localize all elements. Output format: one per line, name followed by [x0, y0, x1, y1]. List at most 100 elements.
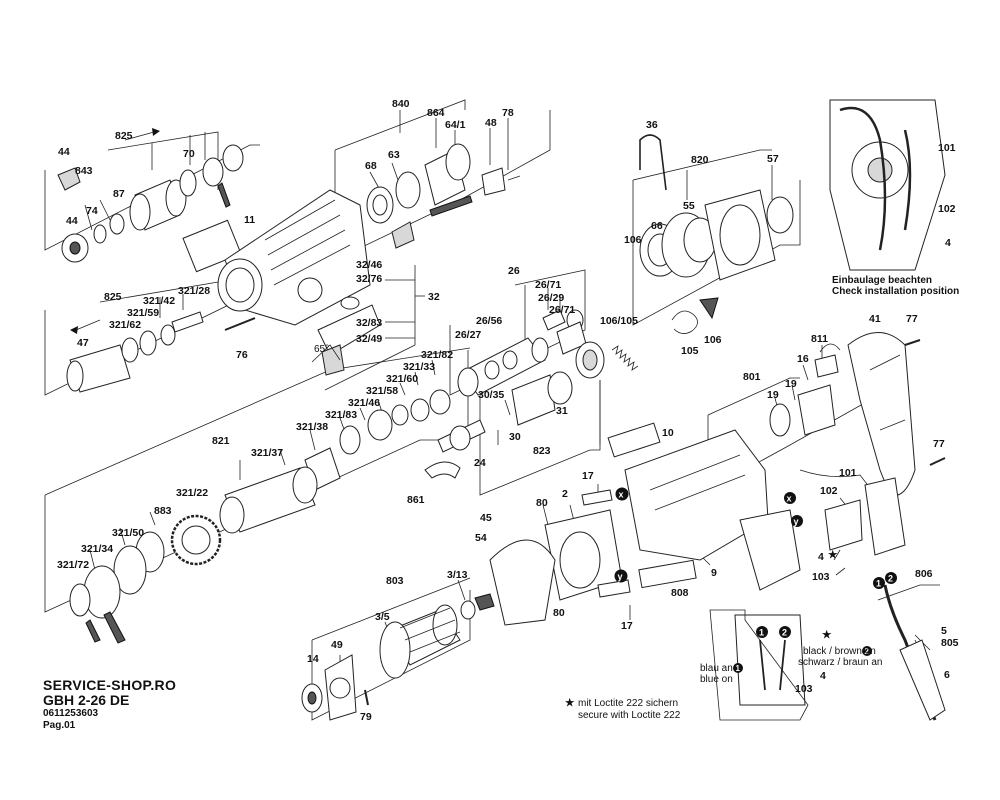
label-19: 19 — [785, 378, 797, 390]
label-57: 57 — [767, 153, 779, 165]
label-801: 801 — [743, 371, 761, 383]
label-321-38: 321/38 — [296, 421, 328, 433]
page-number: Pag.01 — [43, 720, 76, 731]
label-45: 45 — [480, 512, 492, 524]
label-3-13: 3/13 — [447, 569, 468, 581]
note-black-brown: black / brown on — [803, 646, 876, 657]
label-26: 26 — [508, 265, 520, 277]
label-26-27: 26/27 — [455, 329, 481, 341]
label-26-71b: 26/71 — [549, 304, 575, 316]
part-54 — [474, 593, 495, 611]
label-68: 68 — [365, 160, 377, 172]
label-803: 803 — [386, 575, 404, 587]
part-30-35 — [511, 374, 556, 426]
label-49: 49 — [331, 639, 343, 651]
label-102-inset: 102 — [938, 203, 956, 215]
label-10: 10 — [662, 427, 674, 439]
label-32-76: 32/76 — [356, 273, 382, 285]
label-321-58: 321/58 — [366, 385, 398, 397]
model-name: GBH 2-26 DE — [43, 692, 130, 708]
label-806: 806 — [915, 568, 933, 580]
marker-2-inset-top: 2 — [779, 626, 791, 638]
label-48: 48 — [485, 117, 497, 129]
label-11: 11 — [244, 214, 255, 226]
label-63: 63 — [388, 149, 400, 161]
part-57-ring — [766, 196, 794, 234]
label-103-inset: 103 — [795, 683, 813, 695]
label-32-83: 32/83 — [356, 317, 382, 329]
label-77: 77 — [906, 313, 918, 325]
marker-y-right: y — [791, 515, 803, 527]
label-87: 87 — [113, 188, 125, 200]
label-78: 78 — [502, 107, 514, 119]
label-32-46: 32/46 — [356, 259, 382, 271]
part-31 — [547, 371, 573, 405]
part-805-cable-guard — [899, 639, 946, 721]
label-823: 823 — [533, 445, 551, 457]
label-808: 808 — [671, 587, 689, 599]
callout-markers: x y x y 1 2 1 2 — [615, 488, 897, 673]
label-80: 80 — [536, 497, 548, 509]
label-321-82: 321/82 — [421, 349, 453, 361]
label-30-35: 30/35 — [478, 389, 504, 401]
svg-text:x: x — [619, 490, 624, 500]
label-321-60: 321/60 — [386, 373, 418, 385]
loctite-markers: ★ ★ ★ — [565, 549, 838, 709]
label-821: 821 — [212, 435, 230, 447]
label-321-83: 321/83 — [325, 409, 357, 421]
label-70: 70 — [183, 148, 195, 160]
label-825: 825 — [115, 130, 133, 142]
marker-1-switch: 1 — [873, 577, 885, 589]
label-883: 883 — [154, 505, 172, 517]
svg-text:x: x — [787, 494, 792, 504]
label-102: 102 — [820, 485, 838, 497]
note-schwarz-braun: schwarz / braun an — [798, 657, 883, 668]
star-icon: ★ — [828, 549, 838, 561]
label-805: 805 — [941, 637, 959, 649]
part-44-clip — [57, 167, 81, 191]
label-41: 41 — [869, 313, 881, 325]
label-77b: 77 — [933, 438, 945, 450]
label-321-72: 321/72 — [57, 559, 89, 571]
marker-2-inset-black: 2 — [862, 646, 872, 656]
part-41-handle — [847, 332, 916, 497]
label-26-71: 26/71 — [535, 279, 561, 291]
label-321-33: 321/33 — [403, 361, 435, 373]
svg-text:1: 1 — [876, 579, 881, 589]
label-321-37: 321/37 — [251, 447, 283, 459]
label-32: 32 — [428, 291, 440, 303]
marker-2-switch: 2 — [885, 572, 897, 584]
part-number: 0611253603 — [43, 708, 99, 719]
marker-x-right: x — [784, 492, 796, 504]
svg-text:y: y — [618, 572, 623, 582]
label-321-34: 321/34 — [81, 543, 113, 555]
label-26-29: 26/29 — [538, 292, 564, 304]
label-32-49: 32/49 — [356, 333, 382, 345]
angle-label: 65° — [314, 344, 329, 355]
note-blue-on: blue on — [700, 674, 733, 685]
part-19-brush-plate — [797, 384, 836, 436]
svg-text:1: 1 — [759, 628, 764, 638]
svg-text:2: 2 — [865, 647, 870, 656]
part-48 — [481, 167, 506, 196]
label-101: 101 — [839, 467, 857, 479]
label-843: 843 — [75, 165, 93, 177]
label-2: 2 — [562, 488, 568, 500]
marker-1-inset-blue: 1 — [733, 663, 743, 673]
part-45-fan-guard — [489, 539, 556, 626]
svg-text:2: 2 — [782, 628, 787, 638]
label-101-inset: 101 — [938, 142, 956, 154]
label-80b: 80 — [553, 607, 565, 619]
label-76: 76 — [236, 349, 248, 361]
label-55: 55 — [683, 200, 695, 212]
star-icon: ★ — [822, 629, 832, 641]
label-17: 17 — [582, 470, 594, 482]
note-install-de: Einbaulage beachten — [832, 275, 932, 286]
part-861 — [424, 461, 461, 479]
label-864: 864 — [427, 107, 445, 119]
footer-info: SERVICE-SHOP.RO GBH 2-26 DE 0611253603 P… — [43, 678, 263, 732]
label-321-59: 321/59 — [127, 307, 159, 319]
label-79: 79 — [360, 711, 372, 723]
leader-lines — [44, 99, 940, 721]
